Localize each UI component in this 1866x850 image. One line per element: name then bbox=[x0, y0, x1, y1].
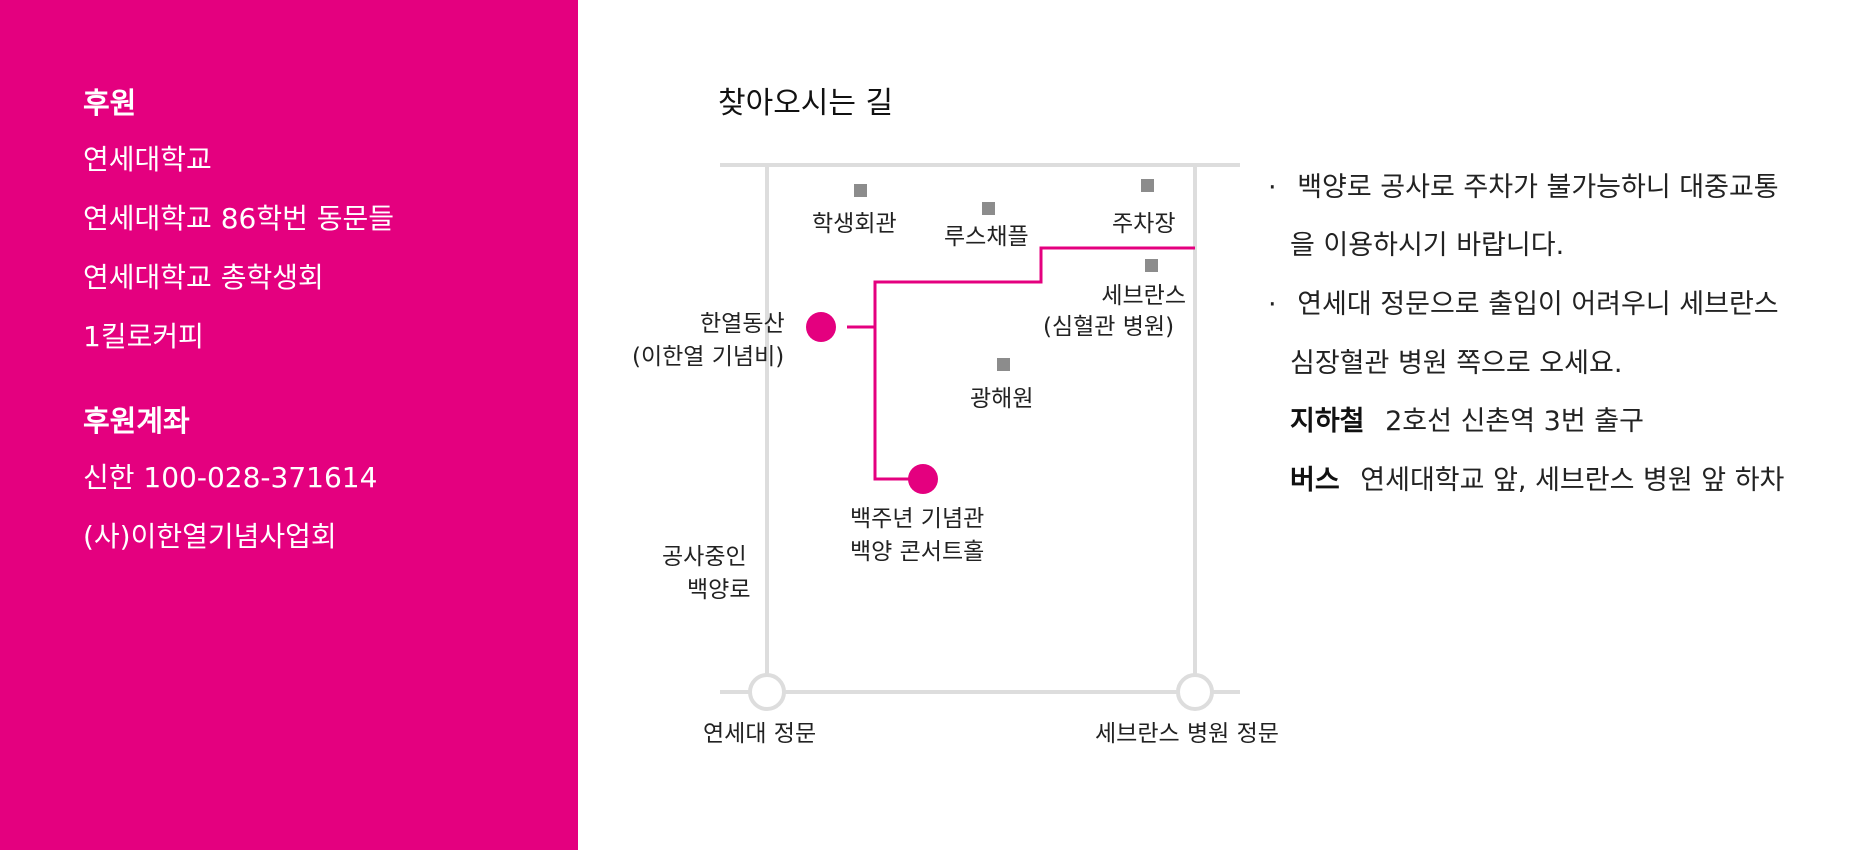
info-bus: 버스 연세대학교 앞, 세브란스 병원 앞 하차 bbox=[1290, 458, 1784, 497]
account-holder: (사)이한열기념사업회 bbox=[83, 520, 337, 553]
subway-text: 2호선 신촌역 3번 출구 bbox=[1385, 406, 1644, 437]
info-note-2-line-2: 심장혈관 병원 쪽으로 오세요. bbox=[1290, 348, 1623, 379]
map-label-hanyeol-mound: 한열동산 bbox=[700, 311, 785, 337]
map-label-severance: 세브란스 bbox=[1101, 283, 1186, 309]
info-note-1-line-1: 백양로 공사로 주차가 불가능하니 대중교통 bbox=[1297, 172, 1779, 203]
sponsor-sidebar: 후원 연세대학교 연세대학교 86학번 동문들 연세대학교 총학생회 1킬로커피… bbox=[0, 0, 578, 850]
info-note-1-line-2: 을 이용하시기 바랍니다. bbox=[1290, 230, 1565, 261]
map-label-concert-hall: 백양 콘서트홀 bbox=[850, 539, 985, 565]
map-label-gwanghaewon: 광해원 bbox=[970, 386, 1034, 412]
map-label-severance-sub: (심혈관 병원) bbox=[1043, 314, 1175, 340]
info-note-2-line-1: 연세대 정문으로 출입이 어려우니 세브란스 bbox=[1297, 289, 1779, 320]
map-label-parking: 주차장 bbox=[1112, 211, 1176, 237]
map-label-hanyeol-mound-sub: (이한열 기념비) bbox=[632, 344, 785, 370]
centennial-marker bbox=[908, 464, 938, 494]
ruce-chapel-marker bbox=[982, 202, 995, 215]
sponsor-item: 1킬로커피 bbox=[83, 320, 204, 353]
map-label-student-hall: 학생회관 bbox=[812, 211, 897, 237]
bus-text: 연세대학교 앞, 세브란스 병원 앞 하차 bbox=[1360, 465, 1785, 496]
severance-marker bbox=[1145, 259, 1158, 272]
bus-label: 버스 bbox=[1290, 465, 1340, 496]
student-hall-marker bbox=[854, 184, 867, 197]
sponsor-item: 연세대학교 bbox=[83, 143, 212, 176]
sponsor-heading: 후원 bbox=[83, 86, 137, 120]
sponsor-item: 연세대학교 총학생회 bbox=[83, 261, 324, 294]
severance-gate-marker bbox=[1176, 673, 1214, 711]
campus-map bbox=[720, 163, 1240, 711]
map-label-yonsei-gate: 연세대 정문 bbox=[703, 721, 817, 747]
bullet-icon: · bbox=[1268, 172, 1277, 203]
account-heading: 후원계좌 bbox=[83, 404, 190, 438]
map-label-ruce-chapel: 루스채플 bbox=[944, 224, 1029, 250]
yonsei-gate-marker bbox=[748, 673, 786, 711]
sponsor-item: 연세대학교 86학번 동문들 bbox=[83, 202, 395, 235]
info-subway: 지하철 2호선 신촌역 3번 출구 bbox=[1290, 399, 1644, 438]
hanyeol-mound-marker bbox=[806, 312, 836, 342]
directions-title: 찾아오시는 길 bbox=[718, 86, 894, 121]
map-label-baekyangro: 백양로 bbox=[687, 577, 751, 603]
parking-marker bbox=[1141, 179, 1154, 192]
subway-label: 지하철 bbox=[1290, 406, 1365, 437]
bullet-icon: · bbox=[1268, 289, 1277, 320]
map-label-centennial: 백주년 기념관 bbox=[850, 506, 985, 532]
account-number: 신한 100-028-371614 bbox=[83, 461, 378, 494]
info-note-2: · 연세대 정문으로 출입이 어려우니 세브란스 bbox=[1268, 282, 1779, 321]
gwanghaewon-marker bbox=[997, 358, 1010, 371]
map-label-construction: 공사중인 bbox=[662, 544, 747, 570]
info-note-1: · 백양로 공사로 주차가 불가능하니 대중교통 bbox=[1268, 165, 1779, 204]
map-label-severance-gate: 세브란스 병원 정문 bbox=[1095, 721, 1279, 747]
route-line bbox=[873, 246, 1195, 481]
